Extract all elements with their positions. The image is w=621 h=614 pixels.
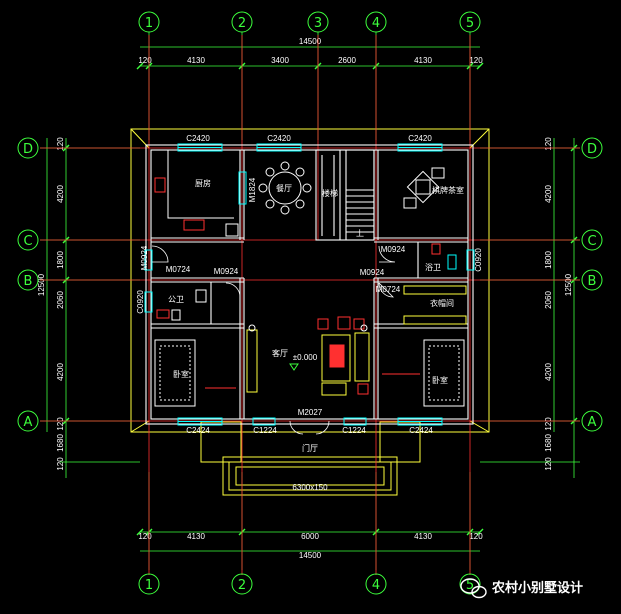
room-bedroom-right: 卧室 [432, 375, 448, 385]
window-c0920-left: C0920 [136, 290, 145, 314]
grid-col-1-bottom: 1 [145, 578, 153, 593]
walls [145, 144, 474, 425]
dim-bottom-seg-1: 120 [138, 532, 152, 541]
dim-right-seg-6: 120 [544, 417, 553, 431]
doors [151, 245, 396, 435]
window-c2424-left: C2424 [186, 426, 210, 435]
dim-top-total: 14500 [299, 37, 322, 46]
door-m0924-bath: M0924 [381, 245, 406, 254]
room-kitchen: 厨房 [195, 178, 211, 188]
watermark-text: 农村小别墅设计 [491, 580, 583, 596]
window-c0920-right: C0920 [474, 248, 483, 272]
dim-left-seg-5: 4200 [56, 363, 65, 381]
dim-left-seg-7: 1680 [56, 434, 65, 452]
dim-left-seg-6: 120 [56, 417, 65, 431]
grid-col-5-bottom: 5 [466, 578, 474, 593]
window-c2420-mahjong: C2420 [408, 134, 432, 143]
step-size: 6300x150 [292, 483, 328, 492]
room-dining: 餐厅 [276, 184, 292, 193]
grid-row-b-right: B [588, 274, 597, 289]
dim-bottom-seg-2: 4130 [187, 532, 205, 541]
room-stairs-up: 上 [356, 229, 364, 238]
wechat-icon [460, 578, 487, 599]
floor-level: ±0.000 [293, 353, 318, 362]
dim-top-seg-4: 2600 [338, 56, 356, 65]
windows [144, 143, 475, 426]
grid-row-a-left: A [24, 415, 33, 430]
grid-row-b-left: B [24, 274, 33, 289]
dim-top-seg-2: 4130 [187, 56, 205, 65]
dim-right-seg-4: 2060 [544, 291, 553, 309]
dim-right-seg-7: 1680 [544, 434, 553, 452]
window-c2424-right: C2424 [409, 426, 433, 435]
window-c1224-left: C1224 [253, 426, 277, 435]
dim-bottom-seg-4: 4130 [414, 532, 432, 541]
door-m1824: M1824 [248, 177, 257, 202]
grid-col-4-bottom: 4 [372, 578, 380, 593]
room-living: 客厅 [272, 348, 288, 358]
grid-row-a-right: A [588, 415, 597, 430]
dim-bottom-seg-3: 6000 [301, 532, 319, 541]
door-m0924-left: M0924 [140, 245, 149, 270]
grid-col-3-top: 3 [314, 16, 322, 31]
grid-col-1-top: 1 [145, 16, 153, 31]
dim-right-seg-1: 120 [544, 137, 553, 151]
dim-left-seg-1: 120 [56, 137, 65, 151]
grid-col-2-bottom: 2 [238, 578, 246, 593]
dim-right-seg-2: 4200 [544, 185, 553, 203]
dim-left-seg-2: 4200 [56, 185, 65, 203]
furniture [154, 150, 467, 407]
dim-top-seg-3: 3400 [271, 56, 289, 65]
dim-left-total: 12500 [37, 273, 46, 296]
grid-row-d-left: D [23, 142, 33, 157]
dim-bottom-total: 14500 [299, 551, 322, 560]
grid-row-c-left: C [23, 234, 32, 249]
room-stairs: 楼梯 [322, 188, 338, 198]
door-m0924-toilet: M0924 [214, 267, 239, 276]
dim-top-seg-1: 120 [138, 56, 152, 65]
grid-bubbles [17, 11, 603, 595]
dim-left-seg-3: 1800 [56, 251, 65, 269]
room-porch: 门厅 [302, 443, 318, 453]
window-c2420-dining: C2420 [267, 134, 291, 143]
door-m0924-right: M0924 [360, 268, 385, 277]
window-c2420-kitchen: C2420 [186, 134, 210, 143]
grid-row-c-right: C [587, 234, 596, 249]
dim-right-seg-3: 1800 [544, 251, 553, 269]
grid-row-d-right: D [587, 142, 597, 157]
dim-left-seg-4: 2060 [56, 291, 65, 309]
door-m2027: M2027 [298, 408, 323, 417]
grid-col-5-top: 5 [466, 16, 474, 31]
dim-right-total: 12500 [564, 273, 573, 296]
dim-top-seg-5: 4130 [414, 56, 432, 65]
dim-right-seg-5: 4200 [544, 363, 553, 381]
room-toilet-left: 公卫 [168, 295, 184, 304]
door-m0724-left: M0724 [166, 265, 191, 274]
room-bath-right: 浴卫 [425, 262, 441, 272]
axis-lines [40, 35, 580, 575]
dim-top-seg-6: 120 [469, 56, 483, 65]
room-mahjong: 棋牌茶室 [432, 185, 464, 195]
dim-bottom-seg-5: 120 [469, 532, 483, 541]
room-cloakroom: 衣帽间 [430, 298, 454, 308]
door-m0724-right: M0724 [376, 285, 401, 294]
dim-left-seg-8: 120 [56, 457, 65, 471]
window-c1224-right: C1224 [342, 426, 366, 435]
dim-right-seg-8: 120 [544, 457, 553, 471]
grid-col-4-top: 4 [372, 16, 380, 31]
room-bedroom-left: 卧室 [173, 369, 189, 379]
grid-col-2-top: 2 [238, 16, 246, 31]
